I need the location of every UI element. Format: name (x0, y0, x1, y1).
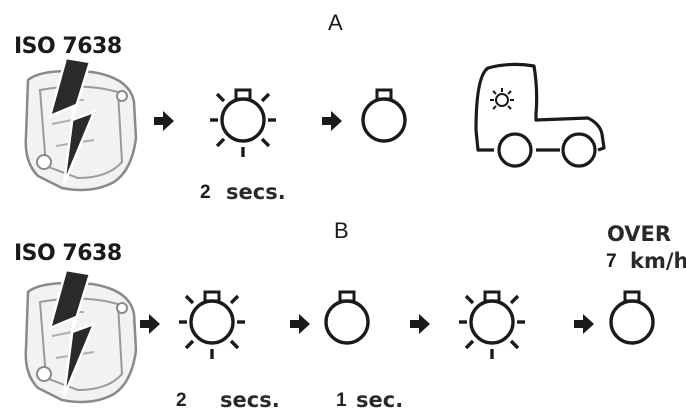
sequence-a-label: A (328, 10, 343, 35)
sequence-a-duration-unit: secs. (226, 180, 286, 204)
sequence-a-iso-label: ISO 7638 (14, 34, 122, 59)
speed-unit: km/h (630, 249, 686, 273)
sequence-b-first-duration-value: 2 (176, 390, 187, 411)
sequence-b-iso-label: ISO 7638 (14, 241, 122, 266)
lamp-on-icon (210, 90, 276, 157)
arrow-right-icon (574, 314, 594, 334)
speed-value: 7 (606, 251, 617, 272)
arrow-right-icon (322, 111, 342, 131)
sequence-b-second-duration-unit: sec. (356, 388, 404, 412)
arrow-right-icon (290, 314, 310, 334)
lamp-off-icon (324, 290, 370, 345)
lamp-off-icon (609, 290, 655, 345)
sequence-b-label: B (334, 218, 349, 243)
arrow-right-icon (140, 314, 160, 334)
sequence-b-second-duration-value: 1 (336, 390, 347, 411)
sequence-b-first-duration-unit: secs. (220, 388, 280, 412)
arrow-right-icon (410, 314, 430, 334)
lamp-on-icon (459, 292, 525, 359)
arrow-right-icon (154, 111, 174, 131)
lamp-on-icon (179, 292, 245, 359)
truck-cab-icon (474, 62, 606, 168)
lamp-off-icon (361, 88, 407, 143)
speed-condition-label: OVER (607, 222, 672, 246)
sequence-a-duration-value: 2 (200, 182, 211, 203)
